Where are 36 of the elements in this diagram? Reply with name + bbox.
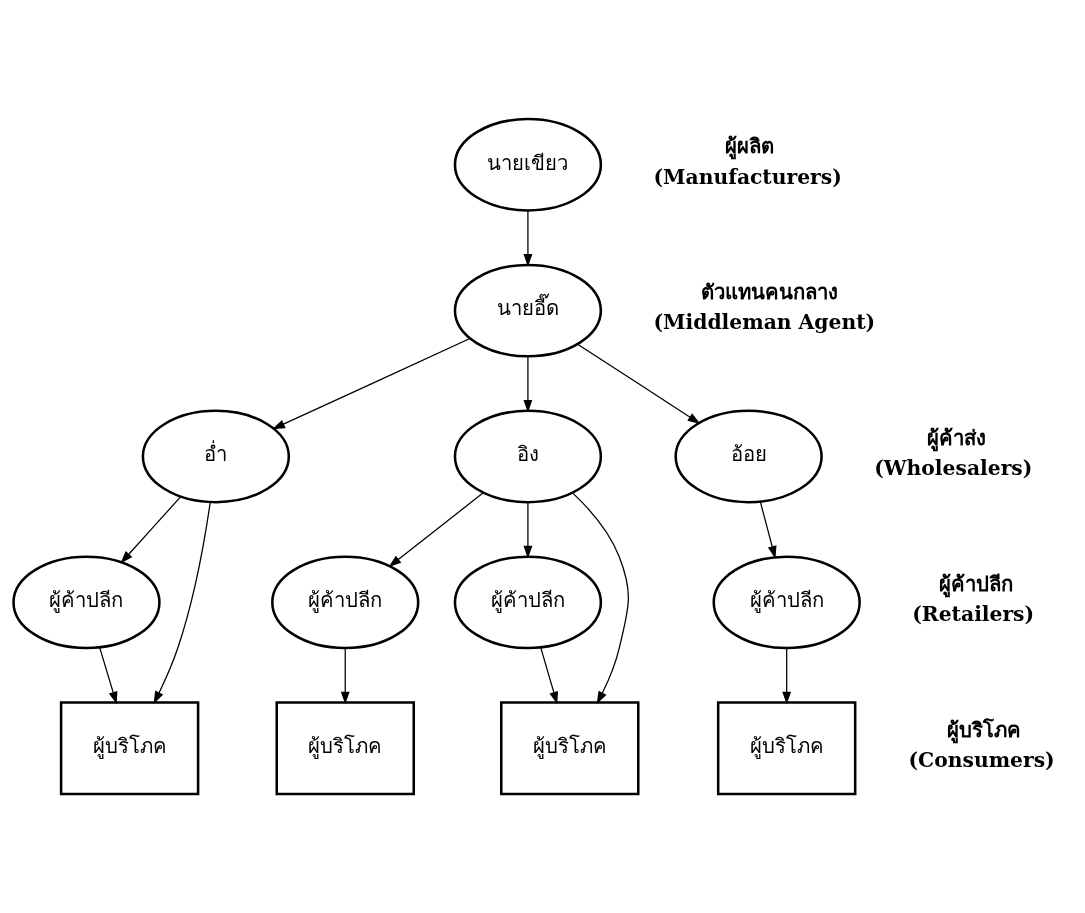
- arrow: [99, 646, 118, 705]
- node-box: ผู้บริโภค: [716, 701, 857, 796]
- node-box: ผู้บริโภค: [275, 701, 415, 796]
- arrow: [540, 646, 559, 705]
- arrow: [571, 492, 629, 705]
- label: ผู้บริโภค: [947, 717, 1022, 742]
- arrow: [577, 343, 701, 424]
- arrow: [759, 501, 777, 559]
- label: (Manufacturers): [653, 164, 842, 189]
- arrow: [523, 501, 533, 559]
- label: ผู้ค้าส่ง: [926, 425, 986, 450]
- node-ellipse: นายเขียว: [453, 117, 603, 212]
- node-box: ผู้บริโภค: [59, 701, 200, 796]
- label: (Wholesalers): [874, 456, 1033, 481]
- label: (Retailers): [912, 602, 1035, 627]
- arrow: [153, 501, 211, 704]
- arrow: [340, 647, 350, 705]
- node-ellipse: อ้อย: [674, 409, 823, 504]
- label: (Consumers): [908, 748, 1055, 773]
- label: ผู้ค้าปลีก: [938, 571, 1013, 596]
- node-ellipse: ผู้ค้าปลีก: [453, 555, 603, 650]
- arrow: [388, 492, 484, 568]
- arrow: [523, 355, 533, 413]
- node-box: ผู้บริโภค: [500, 701, 640, 796]
- node-ellipse: อิง: [453, 409, 603, 504]
- arrow: [782, 647, 792, 705]
- arrow: [120, 496, 182, 564]
- node-ellipse: ผู้ค้าปลีก: [12, 555, 161, 650]
- node-ellipse: อ่ำ: [141, 409, 291, 504]
- label: (Middleman Agent): [653, 310, 876, 335]
- arrow: [272, 337, 471, 430]
- node-ellipse: ผู้ค้าปลีก: [712, 555, 861, 650]
- label: ผู้ผลิต: [724, 134, 774, 159]
- label: ตัวแทนคนกลาง: [701, 279, 839, 304]
- arrow: [523, 209, 533, 267]
- node-ellipse: นายอี๊ด: [453, 263, 603, 358]
